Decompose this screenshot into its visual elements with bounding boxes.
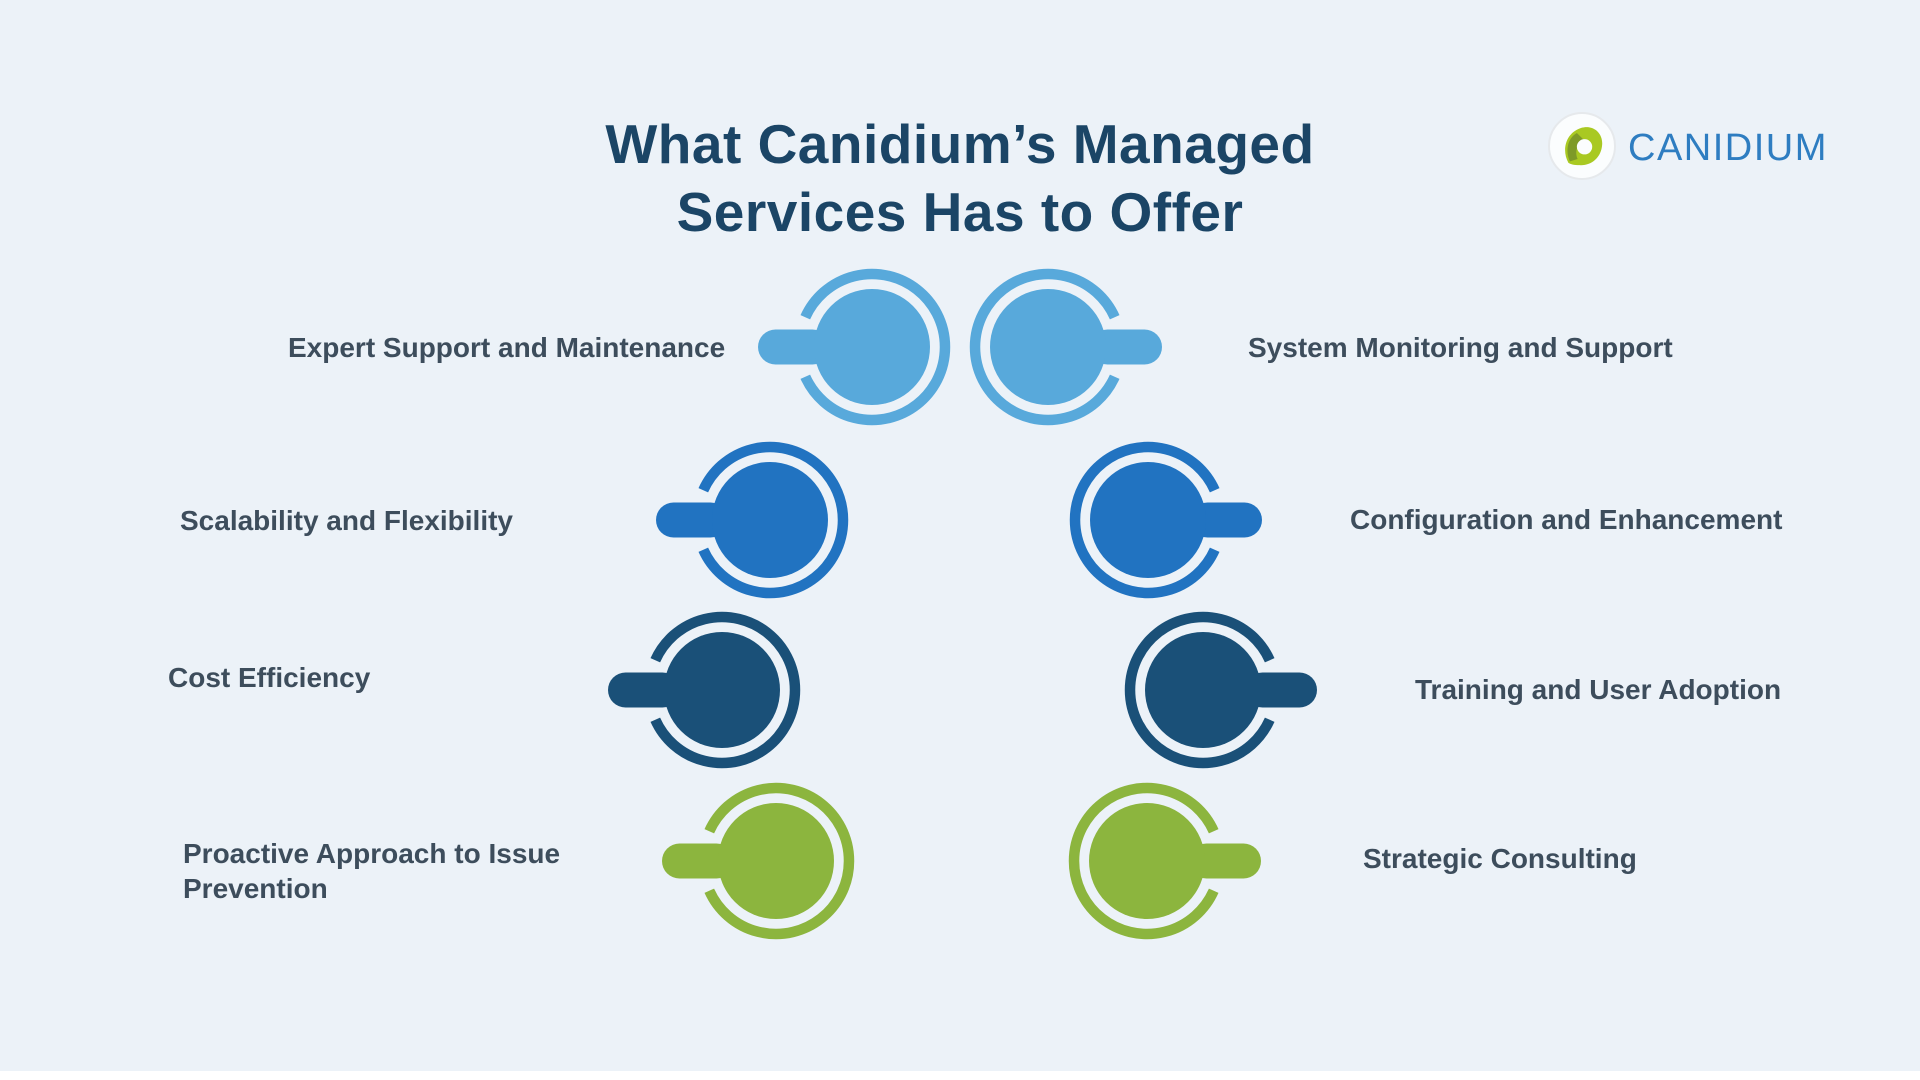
service-label-system-monitoring: System Monitoring and Support xyxy=(1248,332,1673,363)
service-label-configuration: Configuration and Enhancement xyxy=(1350,504,1783,535)
page-title-line2: Services Has to Offer xyxy=(676,181,1244,243)
service-label-expert-support: Expert Support and Maintenance xyxy=(288,332,726,363)
service-label-training: Training and User Adoption xyxy=(1415,674,1782,705)
service-node-strategic-consulting xyxy=(1067,781,1267,941)
canidium-leaf-icon xyxy=(1548,112,1616,180)
service-node-scalability xyxy=(650,440,850,600)
service-node-cost-efficiency xyxy=(602,610,802,770)
page-title: What Canidium’s Managed Services Has to … xyxy=(0,110,1920,246)
service-node-training xyxy=(1123,610,1323,770)
brand-logo: CANIDIUM xyxy=(1548,110,1848,190)
service-node-proactive-approach xyxy=(656,781,856,941)
service-label-cost-efficiency: Cost Efficiency xyxy=(168,662,371,693)
service-label-strategic-consulting: Strategic Consulting xyxy=(1363,843,1637,874)
service-label-scalability: Scalability and Flexibility xyxy=(180,505,513,536)
service-node-system-monitoring xyxy=(968,267,1168,427)
brand-name: CANIDIUM xyxy=(1628,127,1828,169)
page-title-line1: What Canidium’s Managed xyxy=(605,113,1315,175)
service-node-expert-support xyxy=(752,267,952,427)
service-node-configuration xyxy=(1068,440,1268,600)
footer-strip xyxy=(0,1071,1920,1080)
service-label-proactive-approach: Proactive Approach to Issue Prevention xyxy=(183,838,561,904)
